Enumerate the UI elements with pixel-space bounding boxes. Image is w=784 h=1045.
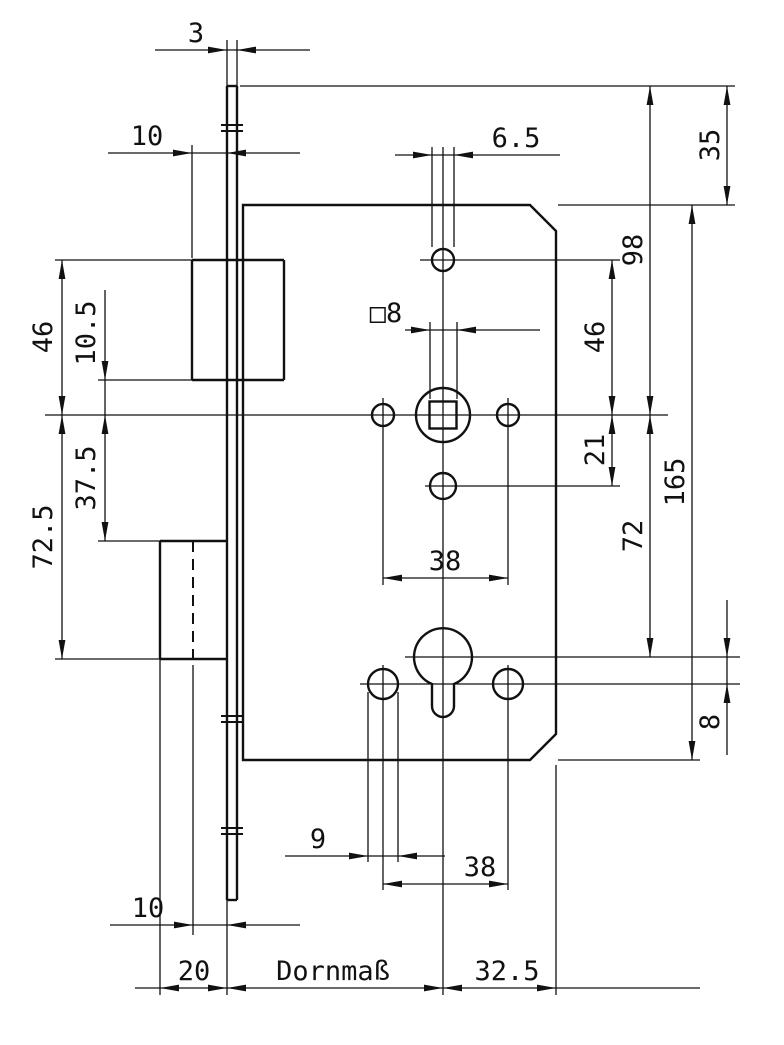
follower-boss-circle <box>414 386 472 444</box>
dim-follower-to-deadbolt-top: 37.5 <box>71 445 102 510</box>
dim-cylinder-to-bottom-holes: 8 <box>695 714 726 730</box>
euro-cylinder-hole <box>412 626 474 719</box>
dim-deadbolt-throw: 20 <box>178 956 211 987</box>
dim-follower-to-deadbolt-bottom: 72.5 <box>28 504 59 569</box>
dim-follower-to-cylinder: 72 <box>618 520 649 553</box>
upper-right-hole <box>495 402 521 428</box>
dim-follower-to-lower-hole: 21 <box>580 434 611 467</box>
dimension-lines <box>61 49 728 989</box>
dim-case-height: 165 <box>660 458 691 507</box>
dim-faceplate-thickness: 3 <box>188 18 204 49</box>
latch-bolt <box>190 258 286 382</box>
dim-backset-label: Dornmaß <box>276 956 390 987</box>
dim-follower-to-case-right: 32.5 <box>474 956 539 987</box>
dim-bottom-hole-diameter: 9 <box>310 824 326 855</box>
faceplate-screw-slots <box>221 124 243 835</box>
dim-latch-bottom-to-follower: 10.5 <box>71 300 102 365</box>
bottom-right-hole <box>491 667 525 701</box>
top-fixing-hole <box>430 247 456 273</box>
dim-latch-top-to-follower: 46 <box>28 321 59 354</box>
dim-top-hole-to-follower: 46 <box>580 321 611 354</box>
lower-center-hole <box>428 471 458 501</box>
dim-bottom-holes-spacing: 38 <box>464 852 497 883</box>
dim-follower-square: □8 <box>370 298 403 329</box>
drill-holes <box>366 247 525 719</box>
follower-square-hole <box>428 400 458 430</box>
dim-upper-holes-spacing: 38 <box>429 546 462 577</box>
bottom-left-hole <box>366 667 400 701</box>
center-and-extension-lines <box>45 40 740 995</box>
dimension-labels: 3 10 6.5 □8 38 9 38 10 20 Dornmaß 32.5 4… <box>28 18 726 987</box>
dim-faceplate-top-to-follower: 98 <box>618 234 649 267</box>
dim-latch-protrusion: 10 <box>131 121 164 152</box>
dim-deadbolt-half-throw: 10 <box>132 893 165 924</box>
faceplate <box>225 84 239 902</box>
lock-outline <box>158 84 558 902</box>
dim-top-hole-diameter: 6.5 <box>492 123 541 154</box>
upper-left-hole <box>370 402 396 428</box>
dim-faceplate-top-to-case-top: 35 <box>695 129 726 162</box>
lock-case <box>241 203 558 762</box>
